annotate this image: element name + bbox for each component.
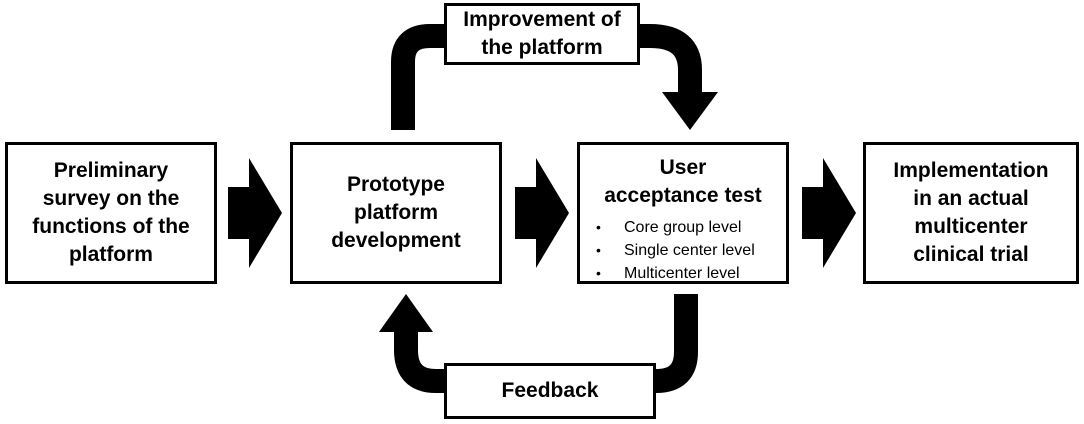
improvement-box: Improvement of the platform bbox=[444, 3, 640, 65]
uat-level-item: • Multicenter level bbox=[596, 262, 755, 285]
bullet-icon: • bbox=[596, 242, 601, 258]
feedback-box: Feedback bbox=[444, 363, 656, 419]
uat-level-item: • Core group level bbox=[596, 216, 755, 239]
bullet-icon: • bbox=[596, 219, 601, 235]
bullet-icon: • bbox=[596, 265, 601, 281]
uat-line: acceptance test bbox=[604, 184, 762, 207]
uat-level-label: Multicenter level bbox=[624, 265, 740, 282]
preliminary-survey-title: Preliminary survey on the functions of t… bbox=[32, 157, 189, 269]
prototype-line: platform bbox=[354, 201, 438, 224]
uat-level-label: Single center level bbox=[624, 242, 755, 259]
improvement-title: Improvement of the platform bbox=[463, 6, 621, 62]
prototype-line: development bbox=[331, 229, 461, 252]
arrow-preliminary-to-prototype bbox=[228, 158, 282, 268]
prototype-development-title: Prototype platform development bbox=[331, 171, 461, 255]
user-acceptance-test-title: User acceptance test bbox=[604, 154, 762, 210]
implementation-title: Implementation in an actual multicenter … bbox=[893, 157, 1048, 269]
uat-line: User bbox=[659, 156, 707, 179]
preliminary-survey-box: Preliminary survey on the functions of t… bbox=[5, 142, 217, 284]
loop-path-to-improvement bbox=[391, 24, 702, 130]
uat-level-label: Core group level bbox=[624, 219, 742, 236]
improvement-line: the platform bbox=[481, 36, 603, 59]
preliminary-line: platform bbox=[68, 243, 153, 266]
arrow-improvement-to-uat bbox=[662, 92, 718, 130]
preliminary-line: survey on the bbox=[42, 187, 180, 210]
preliminary-line: Preliminary bbox=[53, 159, 169, 182]
implementation-line: clinical trial bbox=[913, 243, 1029, 266]
implementation-line: Implementation bbox=[893, 159, 1049, 182]
improvement-line: Improvement of bbox=[463, 8, 621, 31]
implementation-line: multicenter bbox=[914, 215, 1028, 238]
user-acceptance-test-box: User acceptance test • Core group level •… bbox=[577, 142, 789, 284]
arrow-uat-to-implementation bbox=[802, 158, 856, 268]
preliminary-line: functions of the bbox=[32, 215, 190, 238]
implementation-line: in an actual bbox=[913, 187, 1029, 210]
implementation-box: Implementation in an actual multicenter … bbox=[863, 142, 1079, 284]
feedback-title: Feedback bbox=[502, 377, 599, 405]
arrow-feedback-to-prototype bbox=[379, 294, 433, 332]
uat-level-item: • Single center level bbox=[596, 239, 755, 262]
arrow-prototype-to-uat bbox=[515, 158, 569, 268]
feedback-line: Feedback bbox=[501, 379, 599, 402]
prototype-line: Prototype bbox=[346, 173, 445, 196]
uat-level-list: • Core group level • Single center level •… bbox=[580, 216, 755, 285]
prototype-development-box: Prototype platform development bbox=[290, 142, 502, 284]
